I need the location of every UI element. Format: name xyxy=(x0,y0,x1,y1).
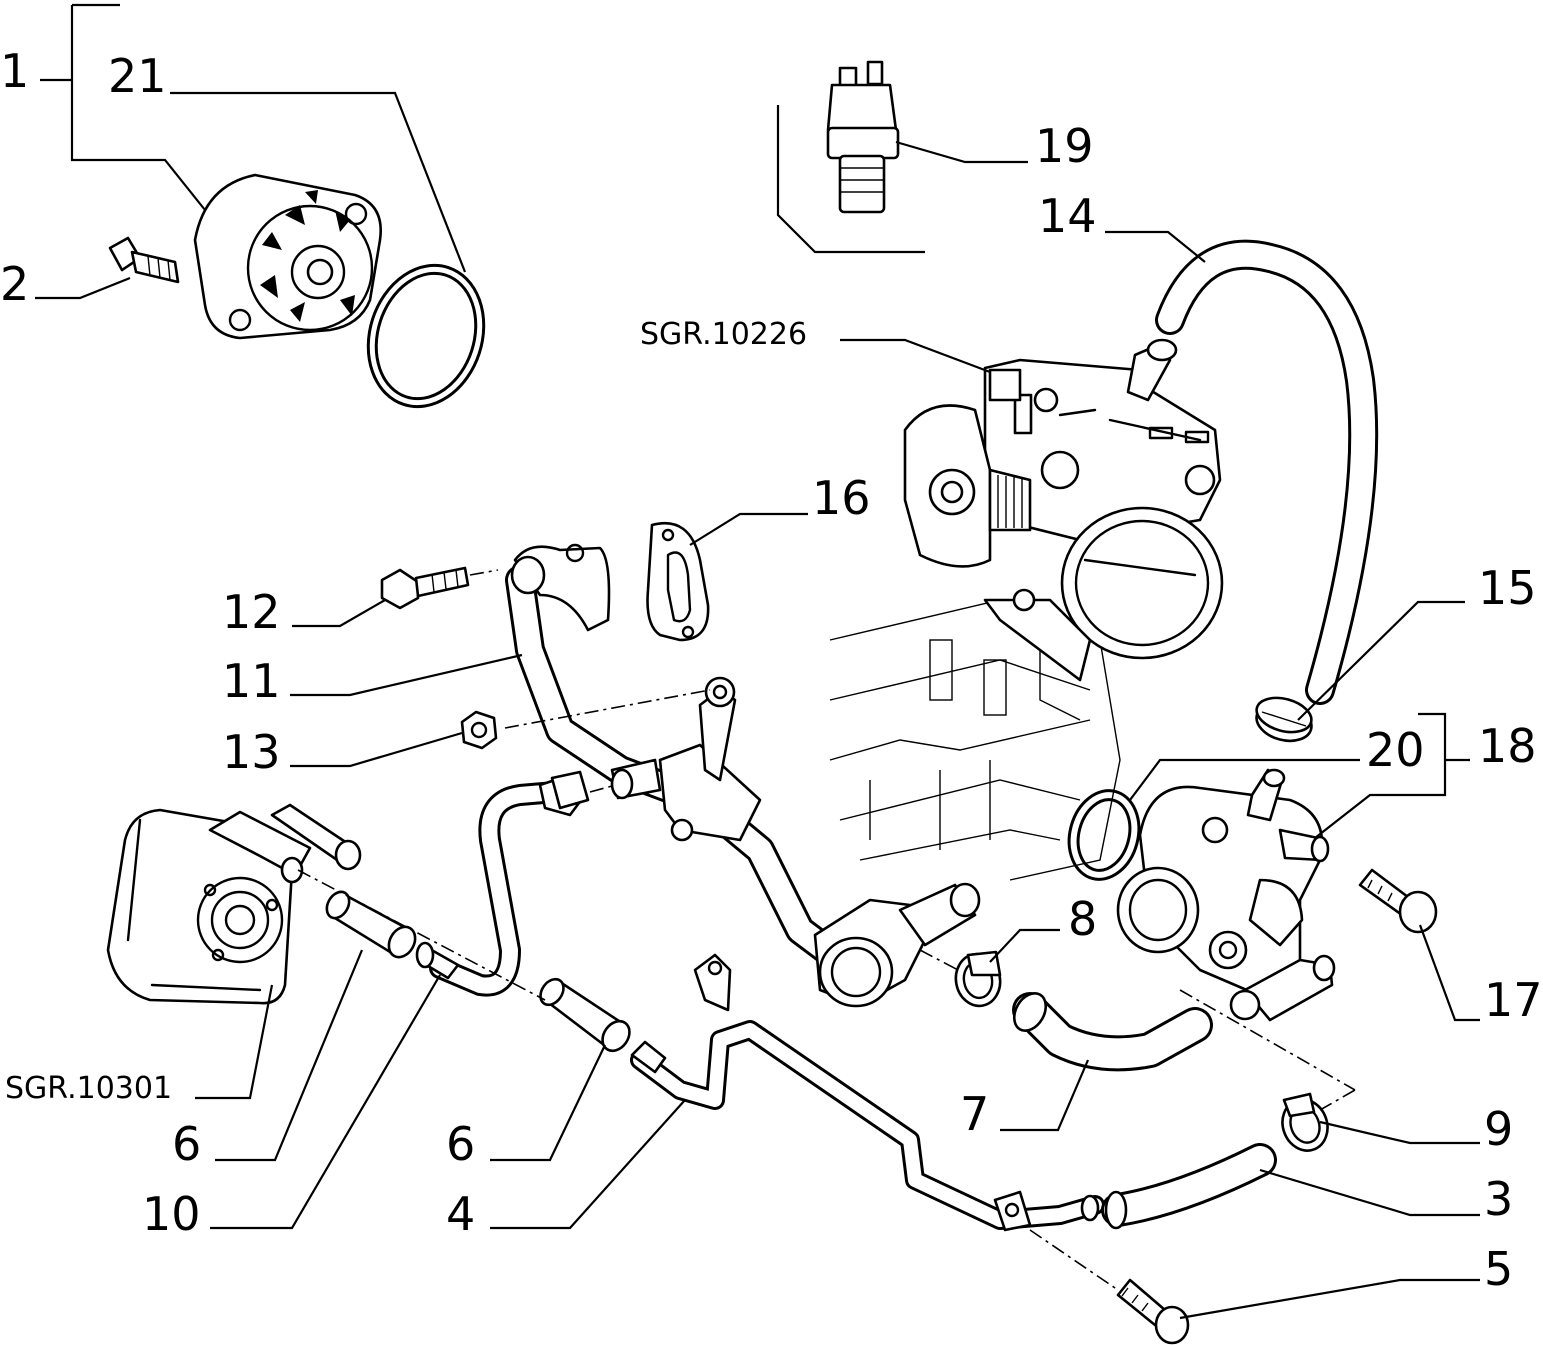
housing-bolt xyxy=(1358,868,1438,934)
callout-2: 2 xyxy=(0,257,29,311)
sensor-bracket-line xyxy=(776,105,925,254)
callout-14: 14 xyxy=(1038,189,1097,243)
bypass-hose xyxy=(1155,239,1379,705)
flange-gasket xyxy=(646,521,710,642)
callout-11: 11 xyxy=(222,654,281,708)
assembly-axis-lines xyxy=(297,569,1356,1291)
callout-8: 8 xyxy=(1068,892,1097,946)
callout-20: 20 xyxy=(1366,723,1425,777)
callout-15: 15 xyxy=(1478,561,1537,615)
callout-18: 18 xyxy=(1478,719,1537,773)
hose-clamp-8 xyxy=(954,950,1002,1008)
callout-16: 16 xyxy=(812,471,871,525)
callout-21: 21 xyxy=(108,49,167,103)
callout-3: 3 xyxy=(1484,1172,1513,1226)
hose-clamp-15 xyxy=(1255,696,1313,743)
temperature-sensor xyxy=(826,60,900,214)
callout-5: 5 xyxy=(1484,1242,1513,1296)
reference-throttle-body: SGR.10226 xyxy=(640,317,807,352)
callout-9: 9 xyxy=(1484,1102,1513,1156)
callout-6-center: 6 xyxy=(446,1117,475,1171)
callout-6-left: 6 xyxy=(172,1117,201,1171)
flange-bolt xyxy=(380,566,470,610)
coolant-pipe xyxy=(505,543,981,1008)
leader-lines xyxy=(35,3,1480,1320)
return-pipe xyxy=(630,953,1105,1232)
nut xyxy=(460,710,498,750)
thermostat-housing xyxy=(1116,768,1336,1022)
callout-4: 4 xyxy=(446,1187,475,1241)
callout-1: 1 xyxy=(0,44,29,98)
water-pump xyxy=(193,173,383,340)
throttle-body xyxy=(903,338,1224,682)
oil-pipe xyxy=(415,770,590,997)
water-pump-gasket xyxy=(366,263,486,409)
callout-17: 17 xyxy=(1484,973,1543,1027)
pump-bolt xyxy=(108,236,180,284)
hose-clamp-9 xyxy=(1281,1092,1329,1152)
pipe-bolt xyxy=(1116,1278,1190,1345)
coolant-hose-7 xyxy=(1012,992,1213,1072)
hose-sleeve-left xyxy=(325,890,417,959)
callout-13: 13 xyxy=(222,725,281,779)
callout-10: 10 xyxy=(142,1187,201,1241)
callout-7: 7 xyxy=(960,1087,989,1141)
coolant-hose-3 xyxy=(1101,1143,1277,1230)
oil-cooler xyxy=(106,803,362,1005)
callout-12: 12 xyxy=(222,585,281,639)
thermostat-o-ring xyxy=(1067,789,1141,881)
callout-19: 19 xyxy=(1035,119,1094,173)
hose-sleeve-center xyxy=(539,977,631,1053)
reference-oil-cooler: SGR.10301 xyxy=(5,1071,172,1106)
